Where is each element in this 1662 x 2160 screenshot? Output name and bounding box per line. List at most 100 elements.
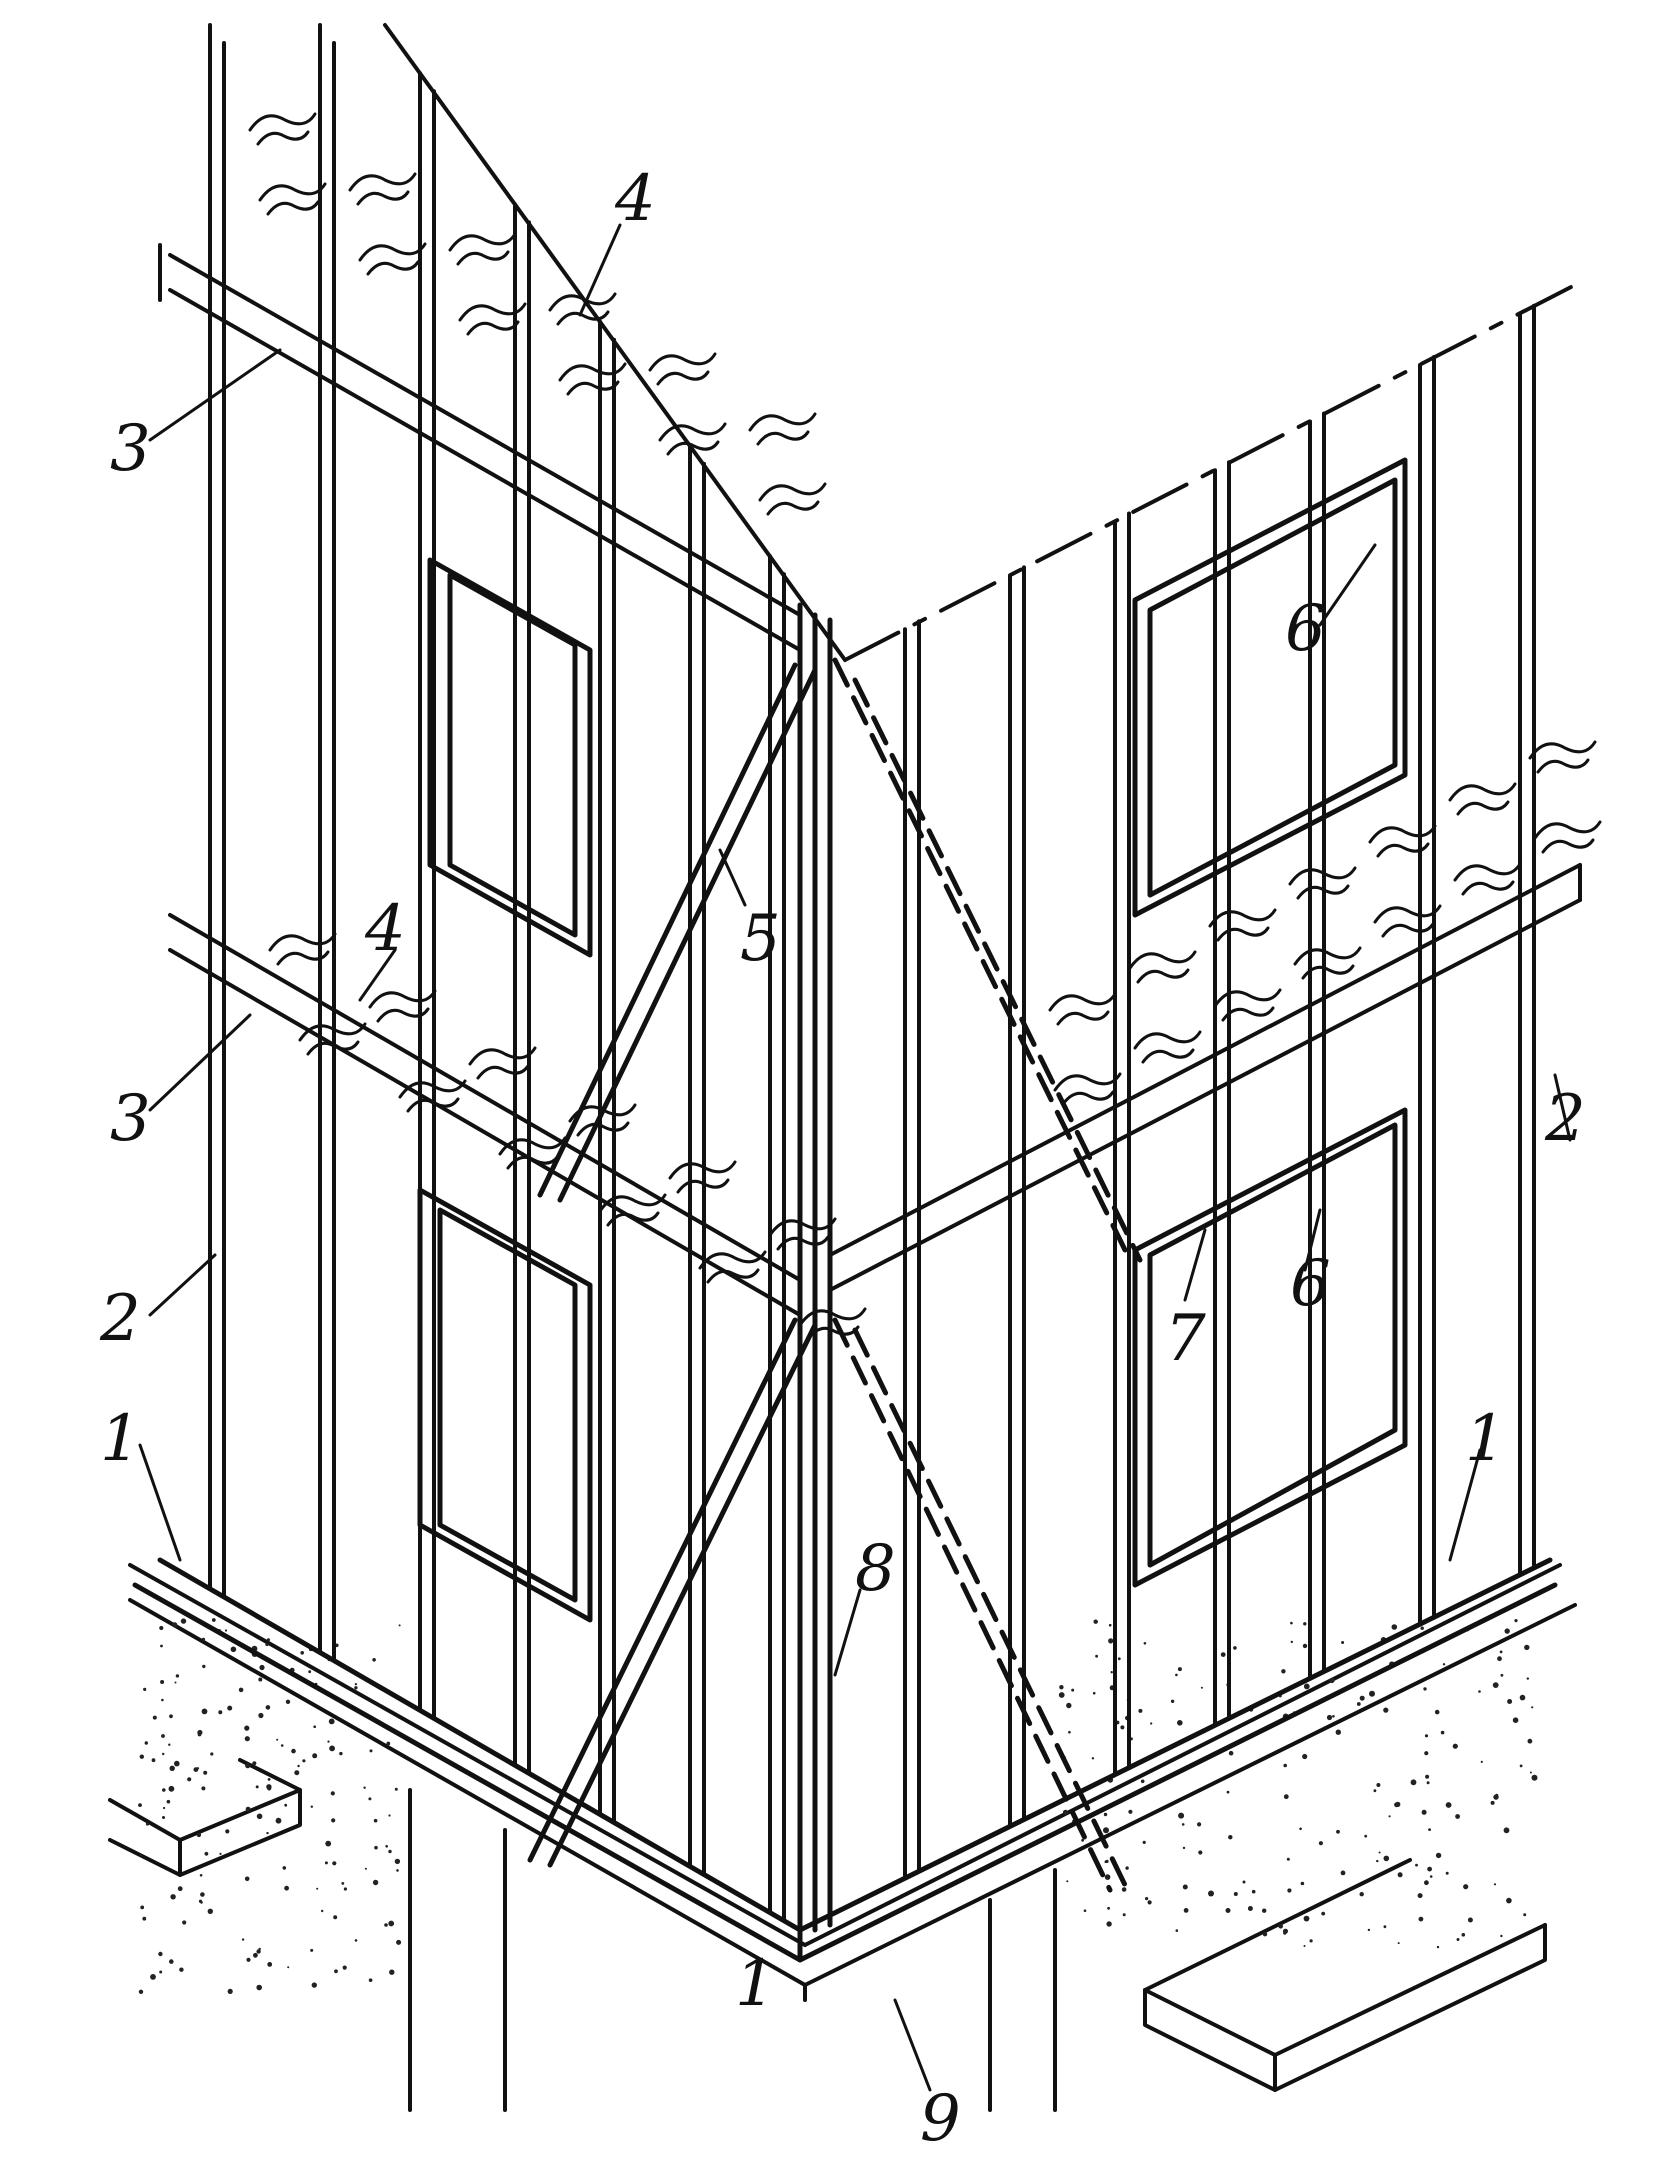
label-1-corner: 1 [735, 1947, 776, 2021]
stipple-dot [328, 1718, 335, 1725]
stipple-dot [1340, 1870, 1346, 1876]
stipple-dot [354, 1939, 358, 1942]
joist-end-upper [748, 412, 817, 446]
stipple-dot [1423, 1687, 1427, 1691]
stipple-dot [1103, 1812, 1108, 1817]
stipple-dot [1177, 1720, 1183, 1726]
stipple-dot [258, 1712, 264, 1719]
stipple-dot [1332, 1715, 1335, 1718]
stipple-dot [1177, 1667, 1182, 1672]
stipple-dot [175, 1674, 180, 1678]
stipple-dot [1108, 1623, 1112, 1627]
joist-end-lower [668, 1160, 737, 1194]
stipple-dot [266, 1638, 270, 1642]
stipple-dot [1341, 1641, 1345, 1644]
stipple-dot [169, 1714, 173, 1719]
stipple-dot [1455, 1814, 1460, 1819]
stipple-dot [1512, 1717, 1519, 1723]
stipple-dot [198, 1899, 203, 1903]
stipple-dot [267, 1962, 273, 1967]
stipple-dot [1140, 1779, 1145, 1784]
stipple-dot [1364, 1834, 1368, 1838]
stipple-dot [1066, 1880, 1069, 1883]
stipple-dot [1262, 1932, 1268, 1937]
right-wall-studs [903, 303, 1536, 1881]
sill-plate [132, 1557, 1558, 1963]
joist-end-right [1213, 988, 1282, 1022]
stipple-dot [313, 1725, 317, 1728]
stipple-dot [159, 1970, 163, 1974]
stipple-dot [1356, 1702, 1361, 1706]
stipple-dot [1145, 1897, 1149, 1901]
stipple-dot [180, 1618, 187, 1624]
stipple-dot [163, 1806, 166, 1810]
label-5-brace: 5 [740, 902, 781, 976]
joist-end-right [1288, 866, 1357, 900]
stipple-dot [1092, 1691, 1096, 1695]
stipple-dot [150, 1974, 156, 1980]
stipple-dot [218, 1710, 223, 1715]
stipple-dot [1435, 1852, 1442, 1859]
label-2-left: 2 [99, 1282, 141, 1356]
stipple-dot [207, 1908, 213, 1915]
stipple-dot [1181, 1823, 1185, 1826]
stipple-dot [1493, 1794, 1499, 1800]
stipple-dot [1376, 1783, 1381, 1787]
stipple-dot [1233, 1892, 1238, 1896]
stipple-dot [396, 1939, 402, 1945]
stipple-dot [201, 1637, 206, 1642]
stipple-dot [1440, 1730, 1445, 1735]
stipple-dot [199, 1874, 203, 1877]
joist-end-right [1368, 824, 1437, 858]
left-wall-studs [208, 23, 786, 1923]
stipple-dot [354, 1686, 358, 1690]
stipple-dot [1103, 1827, 1109, 1834]
stipple-dot [1456, 1938, 1460, 1941]
stipple-dot [1421, 1809, 1427, 1815]
stipple-dot [1507, 1699, 1513, 1704]
stipple-dot [297, 1764, 300, 1768]
stipple-dot [265, 1642, 269, 1647]
stipple-dot [138, 1989, 144, 1995]
stipple-dot [219, 1852, 222, 1855]
stipple-dot [1529, 1771, 1532, 1774]
stipple-dot [1059, 1685, 1064, 1690]
stipple-dot [1442, 1663, 1446, 1666]
joist-end-right [1053, 1072, 1122, 1106]
stipple-dot [287, 1966, 290, 1969]
stipple-dot [1147, 1900, 1152, 1905]
stipple-dot [267, 1778, 271, 1781]
stipple-dot [1425, 1774, 1430, 1779]
stipple-dot [321, 1909, 324, 1913]
stipple-dot [1397, 1872, 1403, 1878]
stipple-dot [241, 1938, 245, 1941]
stipple-dot [1519, 1694, 1526, 1701]
stipple-dot [334, 1969, 338, 1974]
stipple-dot [1062, 1809, 1069, 1815]
stipple-dot [182, 1920, 187, 1925]
stipple-dot [1117, 1657, 1121, 1661]
stipple-dot [1497, 1656, 1502, 1662]
stipple-dot [158, 1951, 163, 1957]
stipple-dot [1424, 1751, 1429, 1756]
stipple-dot [394, 1858, 401, 1865]
stipple-dot [244, 1725, 250, 1731]
joist-end-right [1533, 820, 1602, 854]
stipple-dot [201, 1786, 206, 1791]
stipple-dot [172, 1622, 178, 1628]
stipple-dot [316, 1887, 319, 1890]
stipple-dot [285, 1699, 291, 1705]
stipple-dot [168, 1785, 175, 1792]
stipple-dot [1417, 1893, 1423, 1899]
stipple-dot [174, 1681, 177, 1684]
joist-end-lower [768, 1217, 837, 1251]
joist-end-lower [368, 989, 437, 1023]
stipple-dot [139, 1854, 143, 1857]
stipple-dot [388, 1814, 391, 1817]
label-4-lower: 4 [364, 892, 406, 966]
stipple-dot [1138, 1708, 1143, 1713]
stipple-dot [1424, 1880, 1429, 1886]
stipple-dot [373, 1818, 378, 1823]
stipple-dot [354, 1683, 357, 1686]
